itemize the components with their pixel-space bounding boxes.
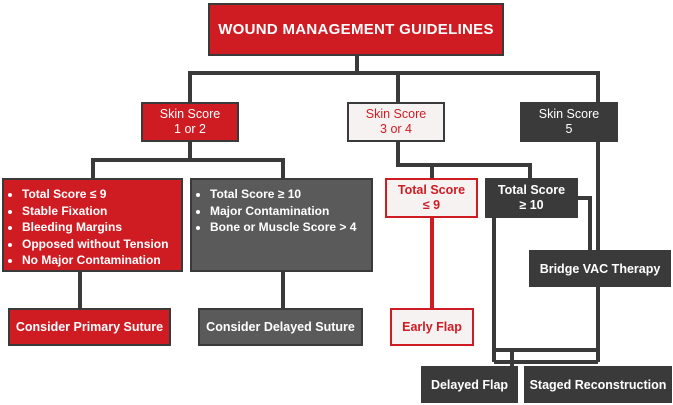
total-score-range: ≤ 9 bbox=[422, 198, 441, 212]
criteria-primary-box: Total Score ≤ 9 Stable Fixation Bleeding… bbox=[2, 178, 183, 272]
consider-delayed-suture-box: Consider Delayed Suture bbox=[198, 308, 363, 346]
page-title: WOUND MANAGEMENT GUIDELINES bbox=[218, 21, 494, 38]
outcome-label: Bridge VAC Therapy bbox=[539, 261, 661, 276]
total-score-low-box: Total Score ≤ 9 bbox=[385, 178, 478, 218]
criteria-item: Stable Fixation bbox=[22, 203, 175, 220]
criteria-delayed-box: Total Score ≥ 10 Major Contamination Bon… bbox=[190, 178, 373, 272]
staged-reconstruction-box: Staged Reconstruction bbox=[524, 366, 672, 403]
criteria-item: Bone or Muscle Score > 4 bbox=[210, 219, 365, 236]
total-score-label: Total Score bbox=[497, 183, 566, 197]
outcome-label: Consider Primary Suture bbox=[15, 320, 164, 334]
total-score-label: Total Score bbox=[397, 183, 466, 197]
criteria-item: Total Score ≤ 9 bbox=[22, 186, 175, 203]
criteria-item: Opposed without Tension bbox=[22, 236, 175, 253]
skin-score-range: 3 or 4 bbox=[380, 122, 412, 136]
skin-score-5: Skin Score 5 bbox=[520, 102, 618, 142]
criteria-item: Major Contamination bbox=[210, 203, 365, 220]
skin-score-1-2: Skin Score 1 or 2 bbox=[141, 102, 239, 142]
title-box: WOUND MANAGEMENT GUIDELINES bbox=[208, 3, 504, 56]
outcome-label: Delayed Flap bbox=[430, 377, 509, 392]
consider-primary-suture-box: Consider Primary Suture bbox=[8, 308, 171, 346]
criteria-item: Bleeding Margins bbox=[22, 219, 175, 236]
skin-score-range: 5 bbox=[565, 122, 573, 136]
bridge-vac-therapy-box: Bridge VAC Therapy bbox=[529, 250, 671, 287]
criteria-item: Total Score ≥ 10 bbox=[210, 186, 365, 203]
total-score-high-box: Total Score ≥ 10 bbox=[485, 178, 578, 218]
total-score-range: ≥ 10 bbox=[519, 198, 544, 212]
skin-score-label: Skin Score bbox=[365, 107, 427, 121]
early-flap-box: Early Flap bbox=[390, 308, 474, 346]
outcome-label: Consider Delayed Suture bbox=[206, 320, 355, 334]
outcome-label: Staged Reconstruction bbox=[529, 377, 667, 392]
outcome-label: Early Flap bbox=[402, 320, 462, 334]
skin-score-label: Skin Score bbox=[538, 107, 600, 121]
criteria-item: No Major Contamination bbox=[22, 252, 175, 269]
skin-score-label: Skin Score bbox=[159, 107, 221, 121]
skin-score-range: 1 or 2 bbox=[174, 122, 206, 136]
skin-score-3-4: Skin Score 3 or 4 bbox=[347, 102, 445, 142]
delayed-flap-box: Delayed Flap bbox=[421, 366, 518, 403]
